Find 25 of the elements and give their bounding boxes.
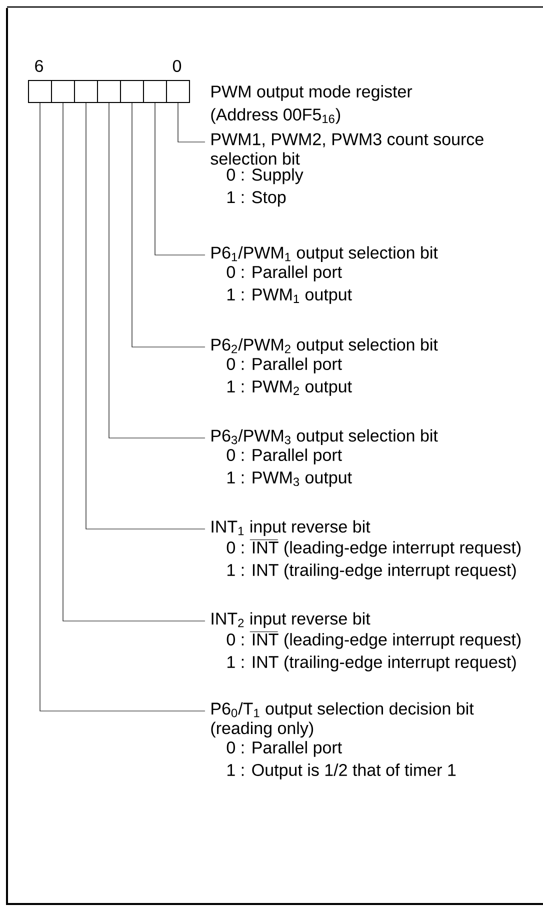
bit-number: 6 [35, 60, 43, 72]
register-cell [74, 80, 98, 103]
register-name: PWM output mode register [212, 85, 412, 101]
bit-description: P6$_{2}$/PWM$_{2}$ output selection bit 0 : Parallel port 1 : PWM$_{2}$ output [212, 338, 438, 396]
bit-description: INT$_{1}$ input reverse bit 0 : INT (leading-edge interrupt request) 1 : INT (trailing-edge interrupt request) [212, 520, 521, 580]
leader-line [62, 102, 206, 622]
leader-line [154, 102, 206, 256]
bit-description: P6$_{3}$/PWM$_{3}$ output selection bit 0 : Parallel port 1 : PWM$_{3}$ output [212, 429, 438, 487]
bit-description: P6$_{1}$/PWM$_{1}$ output selection bit 0 : Parallel port 1 : PWM$_{1}$ output [212, 246, 438, 304]
leader-line [178, 102, 206, 142]
leader-line [108, 102, 206, 438]
register-cell [51, 80, 75, 103]
leader-line [40, 102, 206, 712]
register-cell [28, 80, 52, 103]
register-cell [166, 80, 190, 103]
bit-number: 0 [172, 60, 182, 72]
bit-description: PWM1, PWM2, PWM3 count source selection bit 0 : Supply 1 : Stop [210, 133, 484, 207]
register-cell [97, 80, 121, 103]
bit-description: INT$_{2}$ input reverse bit 0 : INT (leading-edge interrupt request) 1 : INT (trailing-edge interrupt request) [212, 612, 521, 672]
bit-description: P6$_{0}$/T$_{1}$ output selection decision bit (reading only) 0 : Parallel port 1 : Output is 1/2 that of timer 1 [211, 702, 474, 780]
leader-line [86, 102, 206, 530]
register-cell [143, 80, 167, 103]
leader-line [132, 102, 206, 348]
register-address: (Address 00F5$_{16}$) [211, 108, 340, 124]
register-cell [120, 80, 144, 103]
